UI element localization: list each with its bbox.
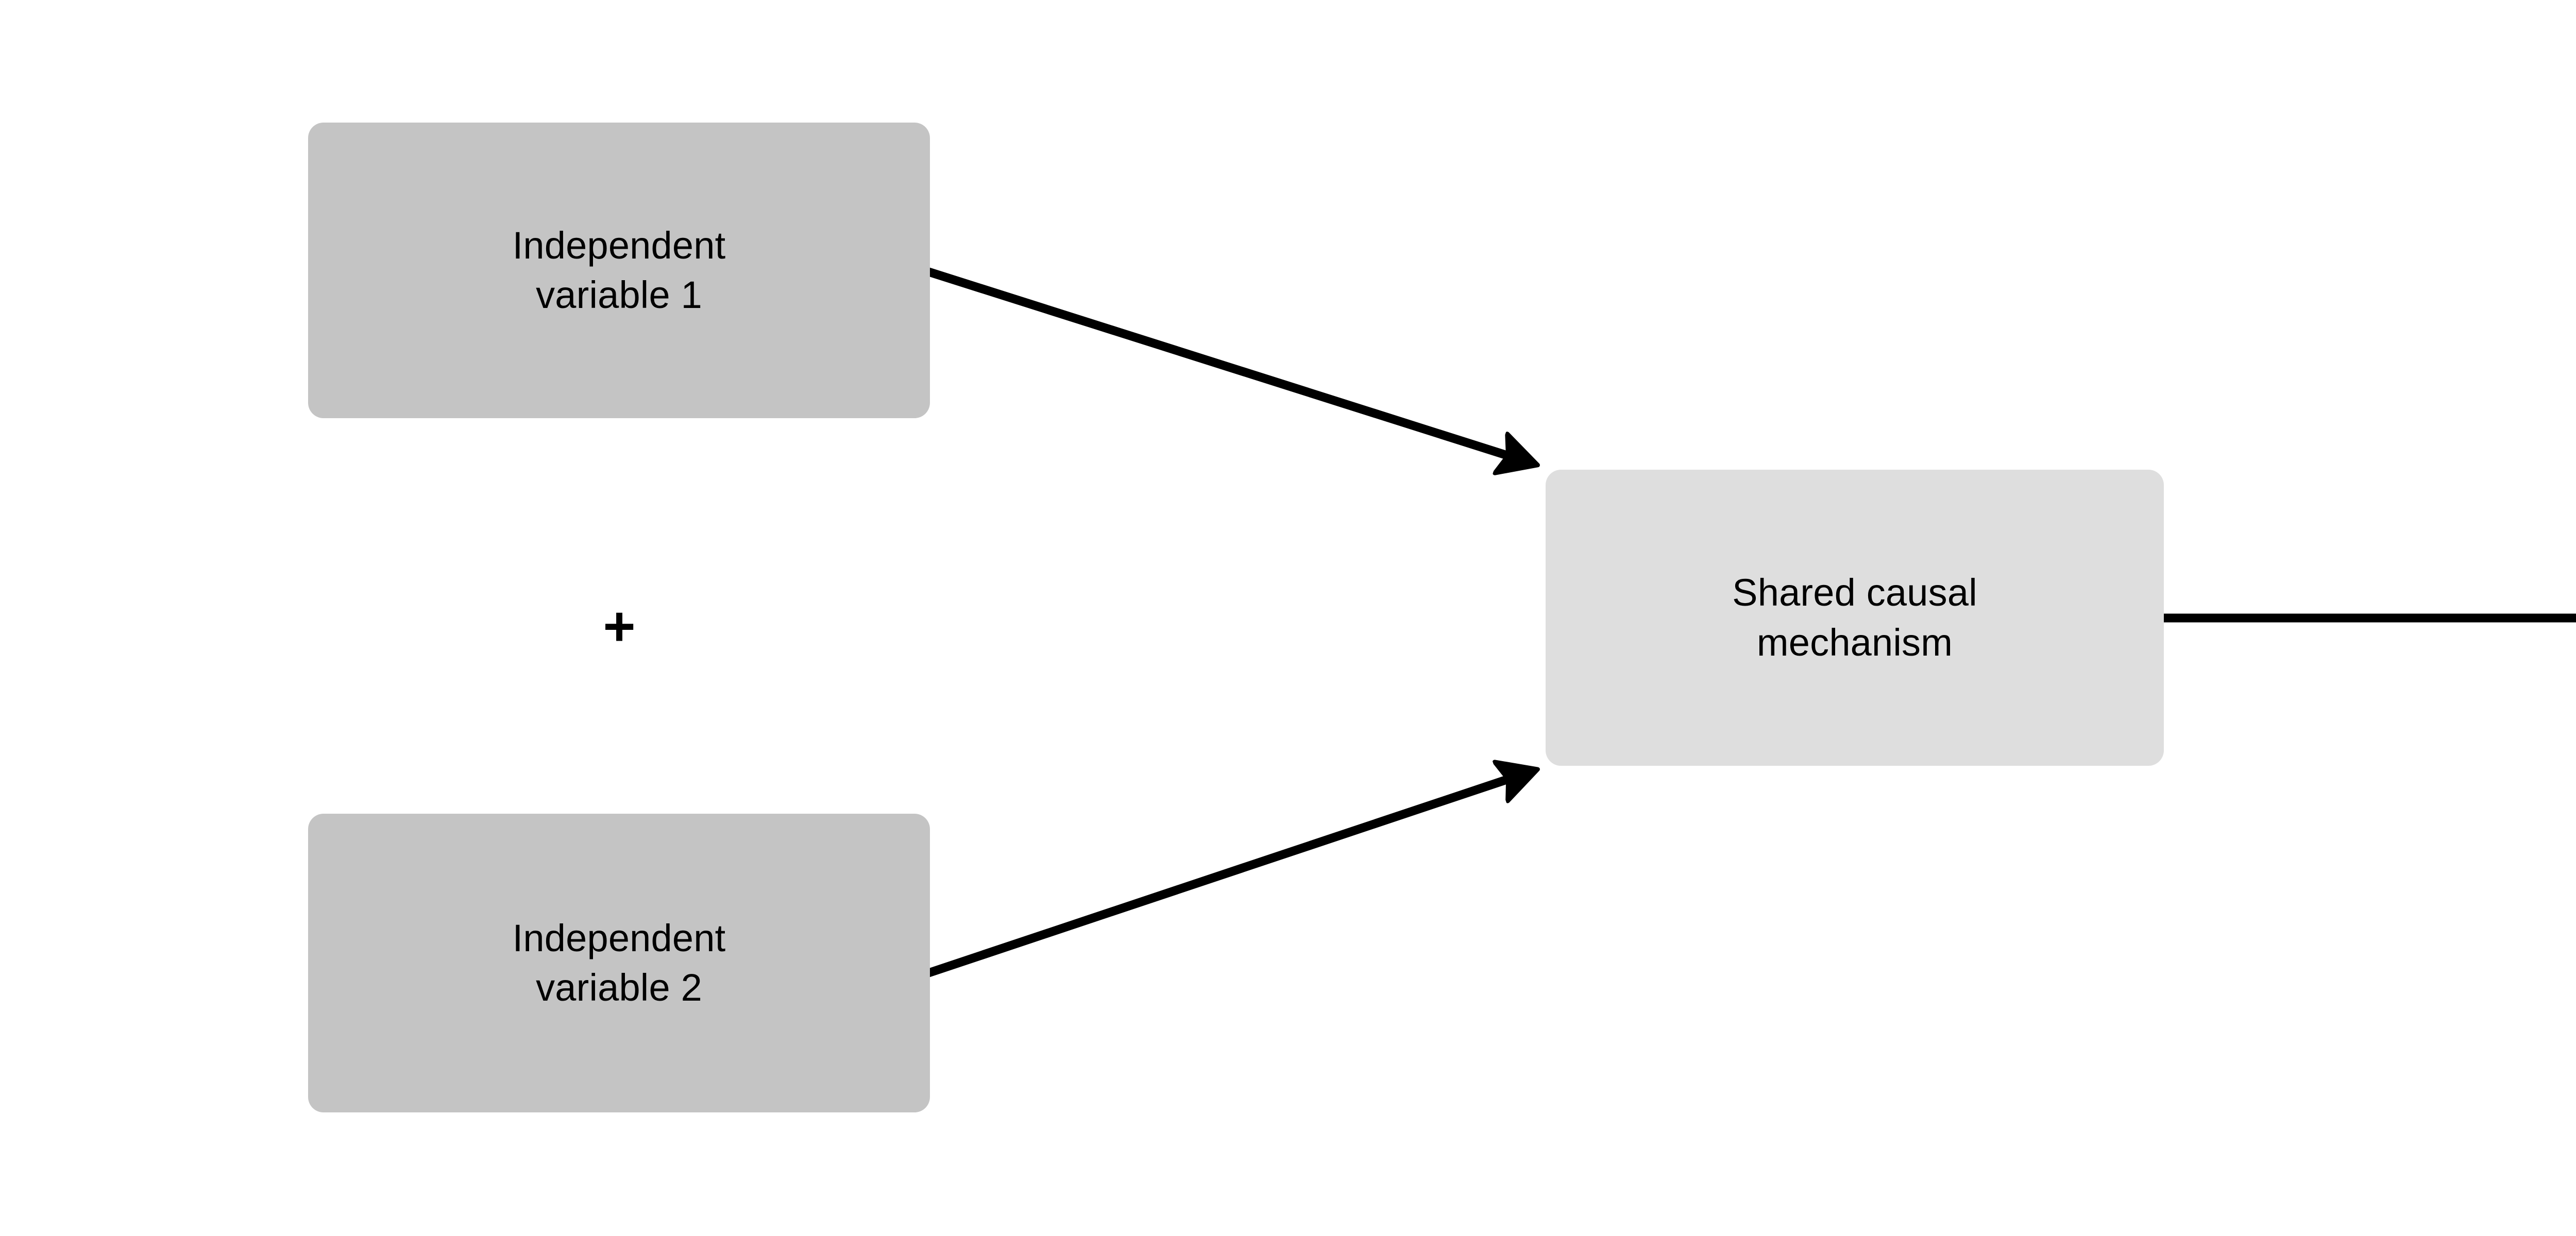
plus-operator-symbol: + <box>603 595 636 657</box>
node-independent-variable-1-label: Independent variable 1 <box>512 224 726 316</box>
node-independent-variable-2[interactable]: Independent variable 2 <box>308 814 930 1112</box>
node-shared-causal-mechanism-label: Shared causal mechanism <box>1732 571 1977 664</box>
edge-iv1-to-mechanism <box>923 267 1533 464</box>
node-independent-variable-2-label: Independent variable 2 <box>512 916 726 1009</box>
edge-iv2-to-mechanism <box>923 771 1533 978</box>
plus-operator: + <box>568 585 671 667</box>
node-independent-variable-1[interactable]: Independent variable 1 <box>308 123 930 418</box>
node-shared-causal-mechanism[interactable]: Shared causal mechanism <box>1546 470 2164 766</box>
